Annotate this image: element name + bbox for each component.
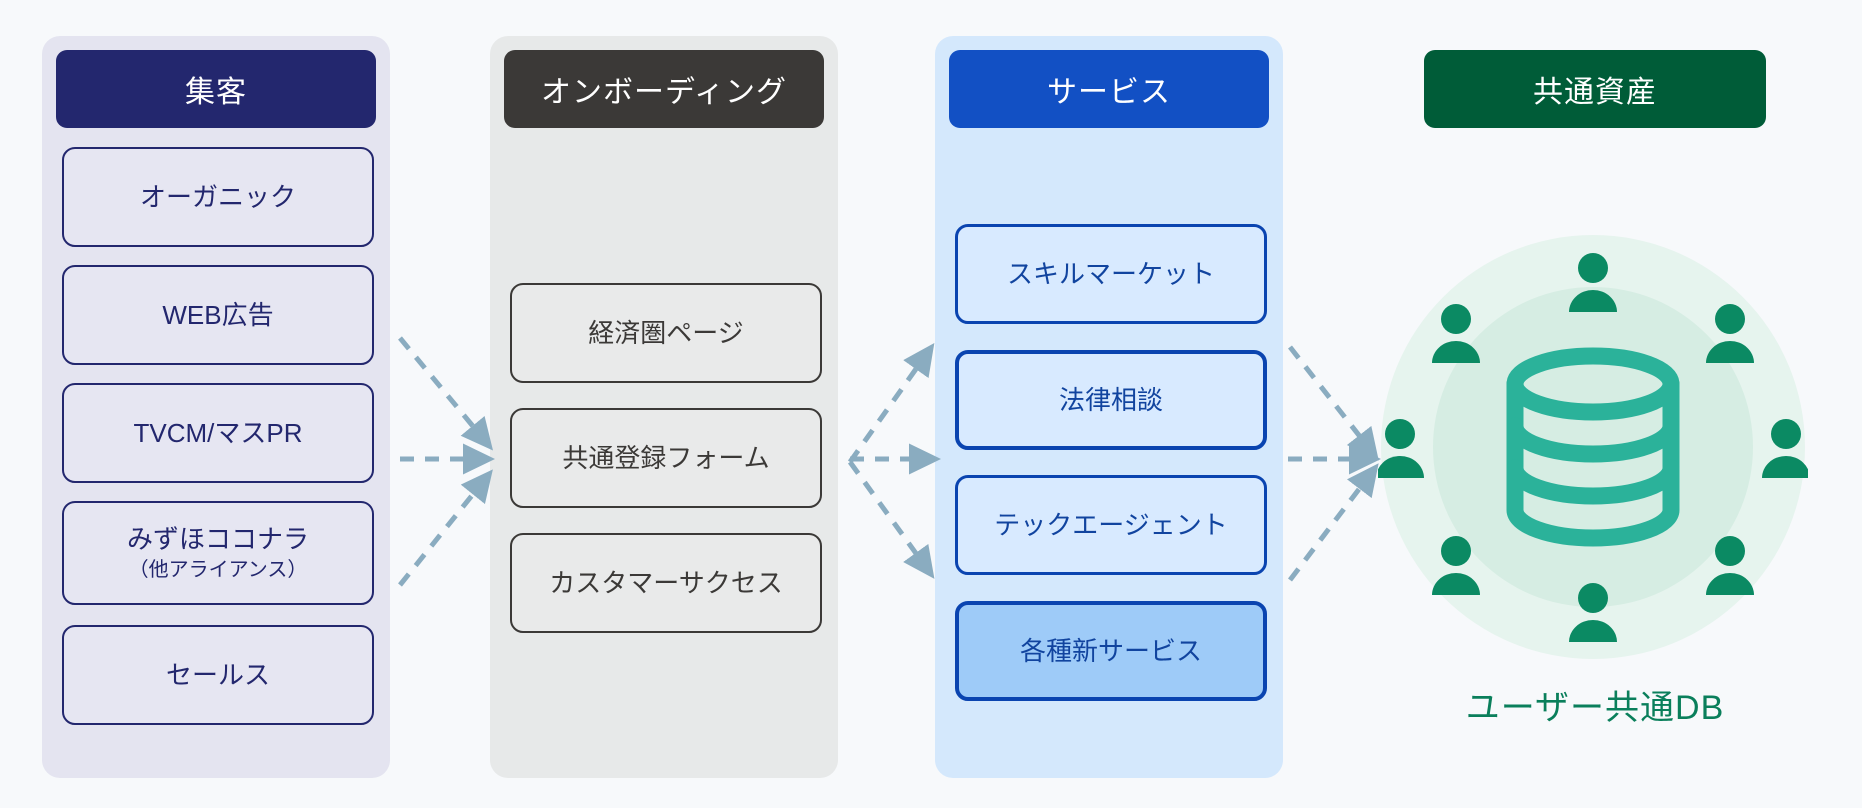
node-label: WEB広告	[162, 299, 274, 330]
node-label: 経済圏ページ	[588, 317, 744, 348]
person-icon	[1432, 536, 1480, 595]
node-service-skill-market[interactable]: スキルマーケット	[955, 224, 1267, 324]
column-header-label: オンボーディング	[541, 76, 787, 109]
column-header-onboarding: オンボーディング	[504, 50, 824, 128]
node-label: オーガニック	[139, 181, 296, 212]
database-cylinder-icon	[1506, 347, 1680, 547]
node-onboarding-common-registration-form[interactable]: 共通登録フォーム	[510, 408, 822, 508]
node-label: みずほココナラ	[126, 524, 309, 555]
column-header-label: 集客	[185, 76, 247, 109]
user-database-illustration	[1378, 235, 1808, 659]
dashed-arrow-icon	[1288, 463, 1379, 582]
person-icon	[1706, 304, 1754, 363]
dashed-arrow-icon	[847, 460, 935, 579]
column-header-acquisition: 集客	[56, 50, 376, 128]
node-acquisition-organic[interactable]: オーガニック	[62, 147, 374, 247]
node-label: 法律相談	[1058, 384, 1163, 415]
node-service-tech-agent[interactable]: テックエージェント	[955, 475, 1267, 575]
person-icon	[1569, 253, 1617, 312]
column-onboarding: オンボーディング	[490, 36, 838, 778]
column-header-service: サービス	[949, 50, 1269, 128]
node-label: セールス	[165, 659, 270, 690]
node-label: TVCM/マスPR	[133, 417, 303, 448]
person-icon	[1762, 419, 1808, 478]
person-icon-group	[1378, 253, 1808, 642]
dashed-arrow-icon	[1288, 345, 1379, 461]
person-icon	[1569, 583, 1617, 642]
node-sublabel: （他アライアンス）	[128, 558, 308, 581]
node-onboarding-economic-zone-page[interactable]: 経済圏ページ	[510, 283, 822, 383]
dashed-arrow-icon	[398, 469, 493, 587]
dashed-arrow-icon	[847, 343, 935, 464]
node-service-new-services[interactable]: 各種新サービス	[955, 601, 1267, 701]
node-service-legal-consultation[interactable]: 法律相談	[955, 350, 1267, 450]
user-database-caption: ユーザー共通DB	[1465, 689, 1725, 727]
dashed-arrow-icon	[398, 336, 494, 451]
node-label: カスタマーサクセス	[549, 567, 783, 598]
node-acquisition-tvcm-masspr[interactable]: TVCM/マスPR	[62, 383, 374, 483]
node-acquisition-mizuho-coconala[interactable]: みずほココナラ （他アライアンス）	[62, 501, 374, 605]
node-label: 共通登録フォーム	[562, 442, 770, 473]
person-icon	[1378, 419, 1424, 478]
person-icon	[1706, 536, 1754, 595]
node-onboarding-customer-success[interactable]: カスタマーサクセス	[510, 533, 822, 633]
node-acquisition-web-ads[interactable]: WEB広告	[62, 265, 374, 365]
node-label: スキルマーケット	[1006, 258, 1215, 289]
node-acquisition-sales[interactable]: セールス	[62, 625, 374, 725]
column-header-label: 共通資産	[1533, 76, 1657, 109]
column-header-common-asset: 共通資産	[1424, 50, 1766, 128]
person-icon	[1432, 304, 1480, 363]
node-label: 各種新サービス	[1019, 635, 1202, 666]
node-label: テックエージェント	[994, 509, 1228, 540]
column-header-label: サービス	[1047, 76, 1171, 109]
